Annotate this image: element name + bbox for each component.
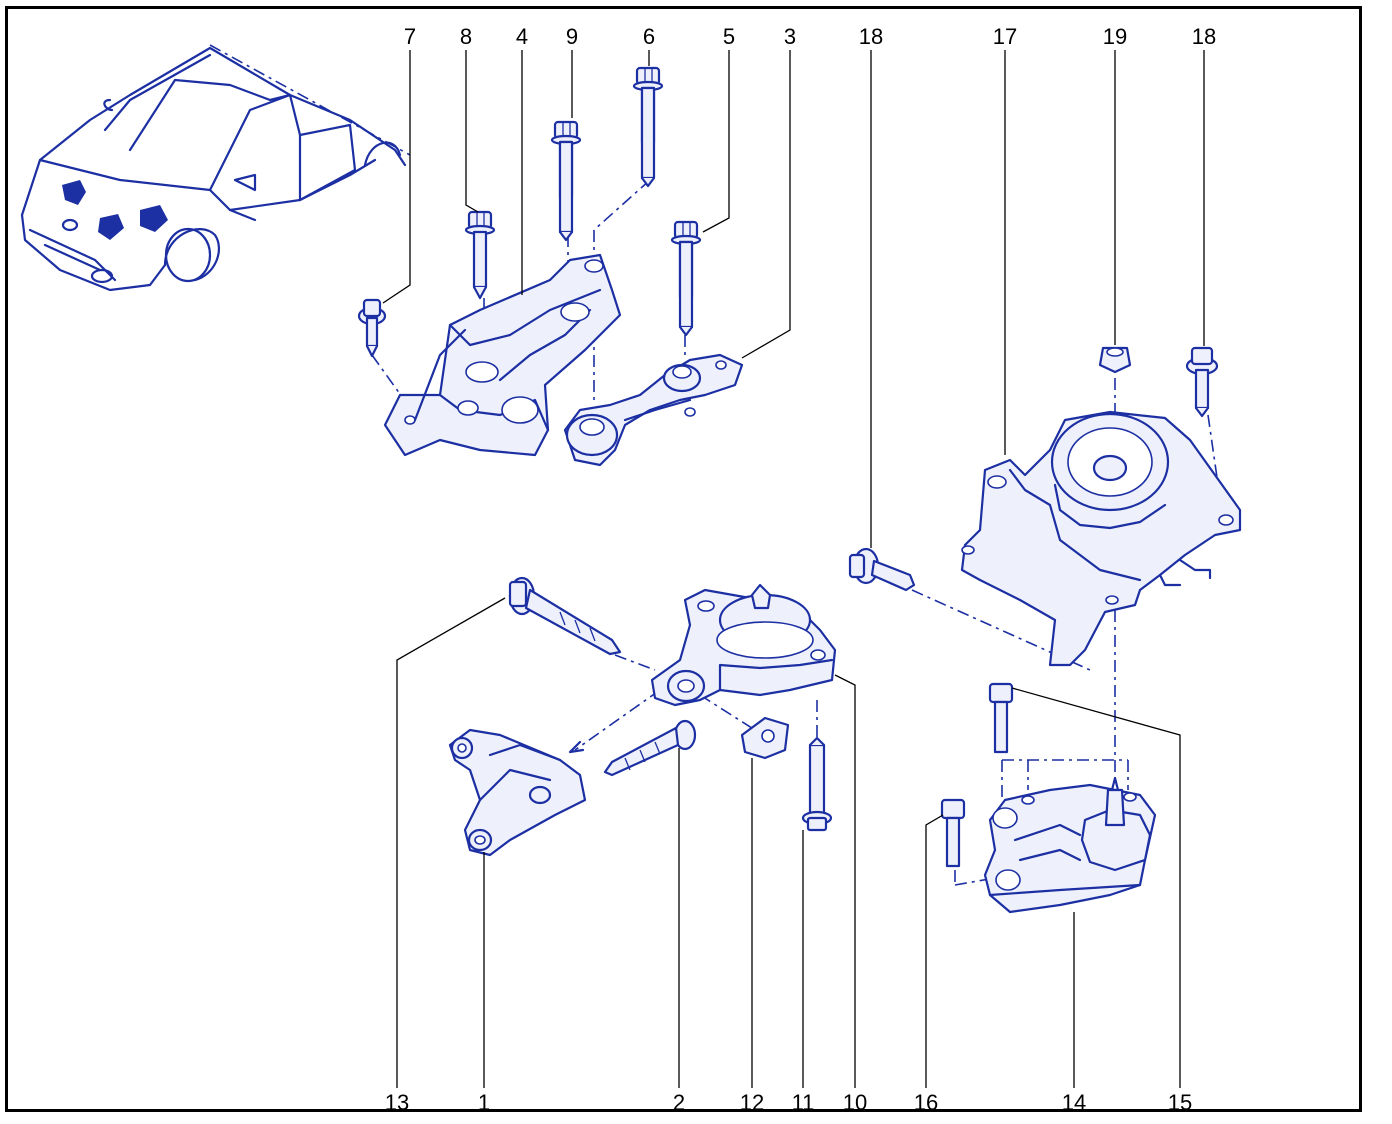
callout-labels: 7 8 4 9 6 5 3 18 17 19 18 13 1 2 12 11 1… xyxy=(385,24,1216,1115)
callout-5: 5 xyxy=(723,24,735,49)
callout-15: 15 xyxy=(1168,1090,1192,1115)
callout-4: 4 xyxy=(516,24,528,49)
callout-11: 11 xyxy=(792,1090,815,1115)
callout-19: 19 xyxy=(1103,24,1127,49)
bolt-16 xyxy=(940,798,966,868)
nut-12 xyxy=(740,716,790,760)
callout-16: 16 xyxy=(914,1090,938,1115)
callout-1: 1 xyxy=(478,1090,490,1115)
part-1-bracket xyxy=(448,728,587,857)
bolt-8 xyxy=(464,210,496,300)
part-4-engine-bracket xyxy=(383,253,622,457)
part-17-engine-mount xyxy=(960,410,1242,667)
callout-17: 17 xyxy=(993,24,1017,49)
part-10-mount xyxy=(650,583,837,707)
callout-13: 13 xyxy=(385,1090,409,1115)
callout-3: 3 xyxy=(784,24,796,49)
callout-7: 7 xyxy=(404,24,416,49)
bolt-6 xyxy=(632,66,664,188)
callout-10: 10 xyxy=(843,1090,867,1115)
callout-18-left: 18 xyxy=(859,24,883,49)
callout-leader-lines xyxy=(382,50,1205,1088)
callout-12: 12 xyxy=(740,1090,764,1115)
car-location-illustration xyxy=(20,44,411,292)
bolt-2 xyxy=(603,719,697,777)
bolt-5 xyxy=(670,220,702,337)
callout-6: 6 xyxy=(643,24,655,49)
bolt-7 xyxy=(357,298,387,358)
bolt-11 xyxy=(801,736,833,832)
bolt-9 xyxy=(550,120,582,242)
part-3-torque-rod xyxy=(563,353,744,467)
bolt-15 xyxy=(988,682,1014,754)
callout-9: 9 xyxy=(566,24,578,49)
callout-14: 14 xyxy=(1062,1090,1086,1115)
callout-8: 8 xyxy=(460,24,472,49)
part-14-mount xyxy=(983,776,1157,914)
bolt-18-left xyxy=(848,547,916,592)
bolt-13 xyxy=(508,576,622,656)
callout-18-right: 18 xyxy=(1192,24,1216,49)
callout-2: 2 xyxy=(673,1090,685,1115)
bolt-18-top xyxy=(1185,346,1219,418)
nut-19 xyxy=(1098,346,1132,374)
